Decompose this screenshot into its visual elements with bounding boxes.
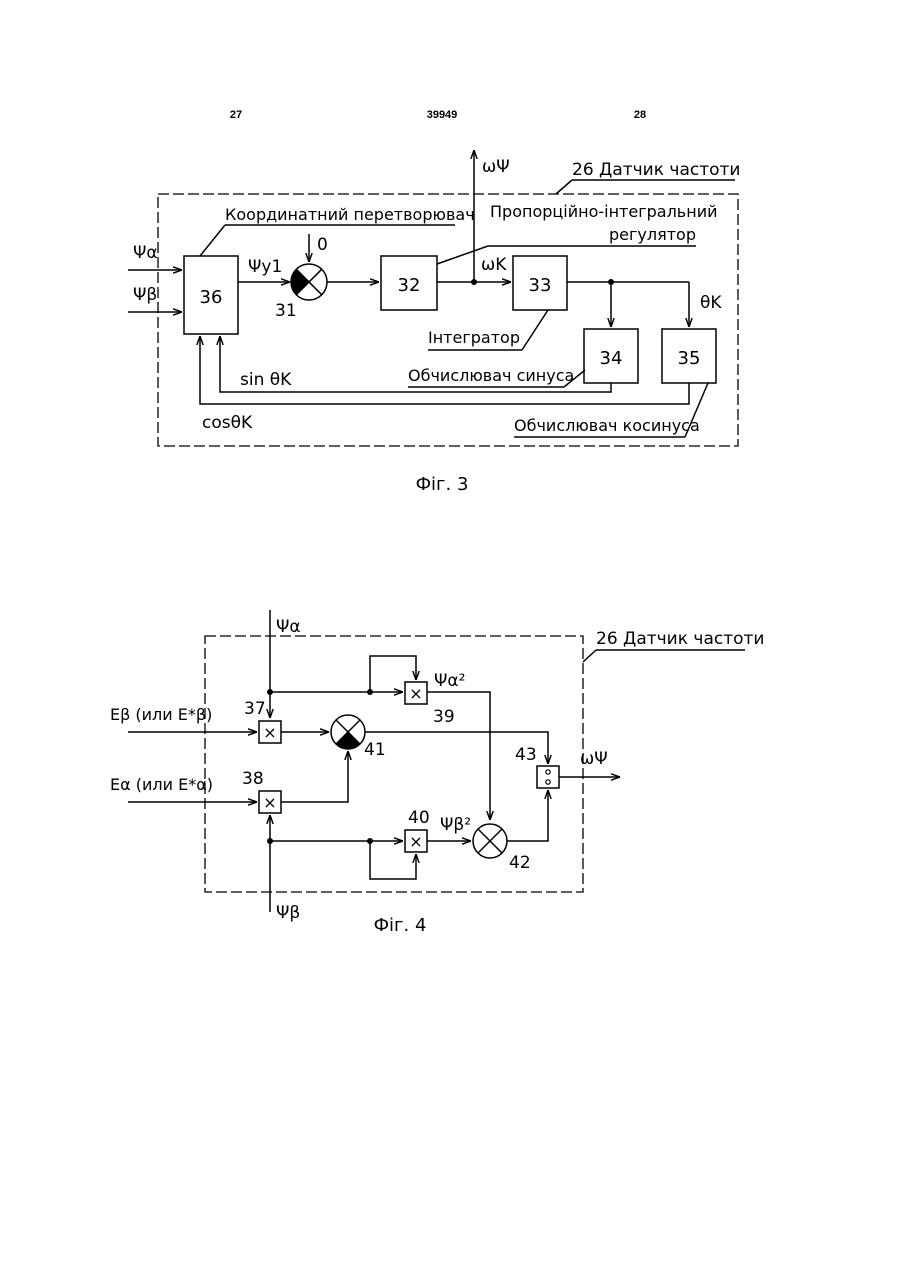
zero-reference-label: 0 xyxy=(317,235,328,255)
integrator-label: Інтегратор xyxy=(428,328,520,347)
psi-alpha-label: Ψα xyxy=(276,617,301,637)
fig3-caption: Фіг. 3 xyxy=(416,474,469,495)
integrator-leader xyxy=(522,310,548,350)
summer-42-output-arrow xyxy=(507,790,548,841)
block-32-label: 32 xyxy=(398,275,421,296)
summer-41-label: 41 xyxy=(364,740,386,760)
document-number: 39949 xyxy=(427,109,458,121)
multiplier-37-label: 37 xyxy=(244,699,266,719)
sine-calc-label: Обчислювач синуса xyxy=(408,366,574,385)
omega-psi-label: ωΨ xyxy=(482,157,510,177)
page-number-left: 27 xyxy=(230,109,242,121)
pi-regulator-label-1: Пропорційно-інтегральний xyxy=(490,202,718,221)
block-33-label: 33 xyxy=(529,275,552,296)
multiplier-40-label: 40 xyxy=(408,808,430,828)
theta-k-label: θK xyxy=(700,293,722,313)
psi-alpha-squared-label: Ψα² xyxy=(434,671,465,691)
sensor-label-leader xyxy=(556,180,572,194)
cosine-calc-label: Обчислювач косинуса xyxy=(514,416,700,435)
omega-psi-label-4: ωΨ xyxy=(580,749,608,769)
coord-transformer-leader xyxy=(200,225,225,256)
input-psi-alpha-label: Ψα xyxy=(133,243,158,263)
pi-regulator-label-2: регулятор xyxy=(609,225,696,244)
multiplier-40-symbol: × xyxy=(409,832,422,851)
fig4-caption: Фiг. 4 xyxy=(374,915,427,936)
psi-y1-label: Ψy1 xyxy=(248,257,282,277)
coord-transformer-label: Координатний перетворювач xyxy=(225,205,475,224)
psi-beta-squared-label: Ψβ² xyxy=(440,815,471,835)
omega-k-label: ωK xyxy=(481,255,507,275)
e-beta-label: Eβ (или E*β) xyxy=(110,705,212,724)
input-psi-beta-label: Ψβ xyxy=(133,285,157,305)
multiplier-38-symbol: × xyxy=(263,793,276,812)
m38-to-41-arrow xyxy=(281,751,348,802)
block-35-label: 35 xyxy=(678,348,701,369)
multiplier-39-label: 39 xyxy=(433,707,455,727)
summer-42 xyxy=(473,824,507,858)
comparator-31 xyxy=(291,264,327,300)
figure-4: 26 Датчик частоти Ψα × 39 Ψα² Eβ (или E*… xyxy=(110,610,764,936)
sensor-label-4: 26 Датчик частоти xyxy=(596,629,764,649)
block-34-label: 34 xyxy=(600,348,623,369)
cos-theta-label: cosθK xyxy=(202,413,253,433)
sensor-label: 26 Датчик частоти xyxy=(572,160,740,180)
figure-3: 26 Датчик частоти Координатний перетворю… xyxy=(128,150,740,495)
multiplier-39-symbol: × xyxy=(409,684,422,703)
multiplier-37-symbol: × xyxy=(263,723,276,742)
summer-42-label: 42 xyxy=(509,853,531,873)
e-alpha-label: Eα (или E*α) xyxy=(110,775,213,794)
sensor-label-4-leader xyxy=(583,650,596,662)
multiplier-38-label: 38 xyxy=(242,769,264,789)
sin-theta-label: sin θK xyxy=(240,370,292,390)
block-36-label: 36 xyxy=(200,287,223,308)
comparator-31-label: 31 xyxy=(275,301,297,321)
summer-41 xyxy=(331,715,365,749)
psi-beta-label: Ψβ xyxy=(276,903,300,923)
page-number-right: 28 xyxy=(634,109,646,121)
divider-43-label: 43 xyxy=(515,745,537,765)
